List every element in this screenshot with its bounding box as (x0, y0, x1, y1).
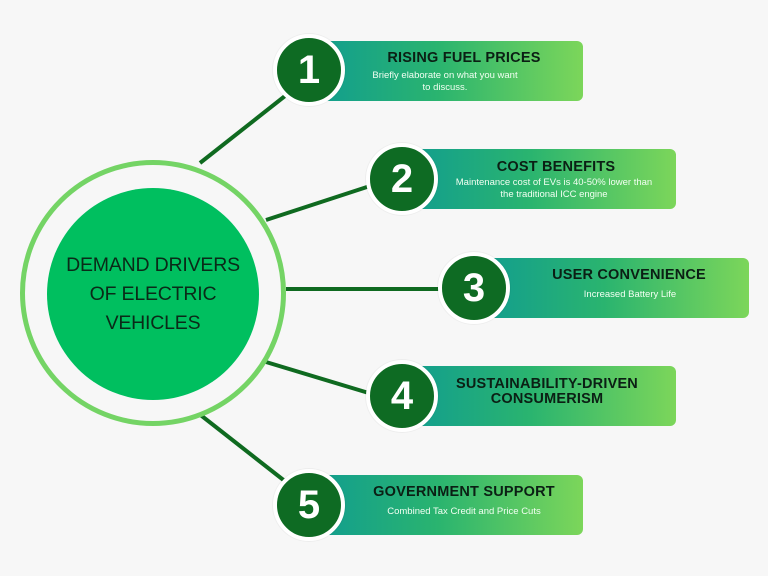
center-circle: DEMAND DRIVERS OF ELECTRIC VEHICLES (47, 188, 259, 400)
connector-2 (265, 184, 371, 222)
connector-4 (265, 360, 373, 396)
connector-1 (198, 94, 287, 165)
driver-title-1: RISING FUEL PRICES (387, 50, 541, 66)
driver-number-4: 4 (390, 374, 414, 418)
driver-title-2: COST BENEFITS (496, 159, 616, 175)
driver-description-1: Briefly elaborate on what you want to di… (372, 70, 518, 93)
center-title: DEMAND DRIVERS OF ELECTRIC VEHICLES (66, 253, 240, 334)
driver-badge-4: 4 (366, 360, 438, 432)
driver-number-1: 1 (297, 48, 321, 92)
driver-card-3: USER CONVENIENCE Increased Battery Life (485, 258, 749, 318)
driver-card-2: COST BENEFITS Maintenance cost of EVs is… (412, 149, 676, 209)
driver-badge-2: 2 (366, 143, 438, 215)
driver-title-3: USER CONVENIENCE (552, 267, 706, 283)
driver-description-2: Maintenance cost of EVs is 40-50% lower … (455, 177, 653, 200)
driver-title-4: SUSTAINABILITY-DRIVEN CONSUMERISM (456, 376, 638, 407)
driver-card-4: SUSTAINABILITY-DRIVEN CONSUMERISM (412, 366, 676, 426)
driver-badge-1: 1 (273, 34, 345, 106)
driver-card-1: RISING FUEL PRICES Briefly elaborate on … (320, 41, 583, 101)
driver-description-5: Combined Tax Credit and Price Cuts (387, 506, 541, 517)
driver-number-2: 2 (390, 157, 414, 201)
driver-description-3: Increased Battery Life (583, 289, 677, 300)
driver-number-3: 3 (462, 266, 486, 310)
driver-number-5: 5 (297, 483, 321, 527)
driver-card-5: GOVERNMENT SUPPORT Combined Tax Credit a… (320, 475, 583, 535)
connector-5 (196, 411, 288, 484)
driver-title-5: GOVERNMENT SUPPORT (373, 484, 555, 500)
driver-badge-3: 3 (438, 252, 510, 324)
driver-badge-5: 5 (273, 469, 345, 541)
